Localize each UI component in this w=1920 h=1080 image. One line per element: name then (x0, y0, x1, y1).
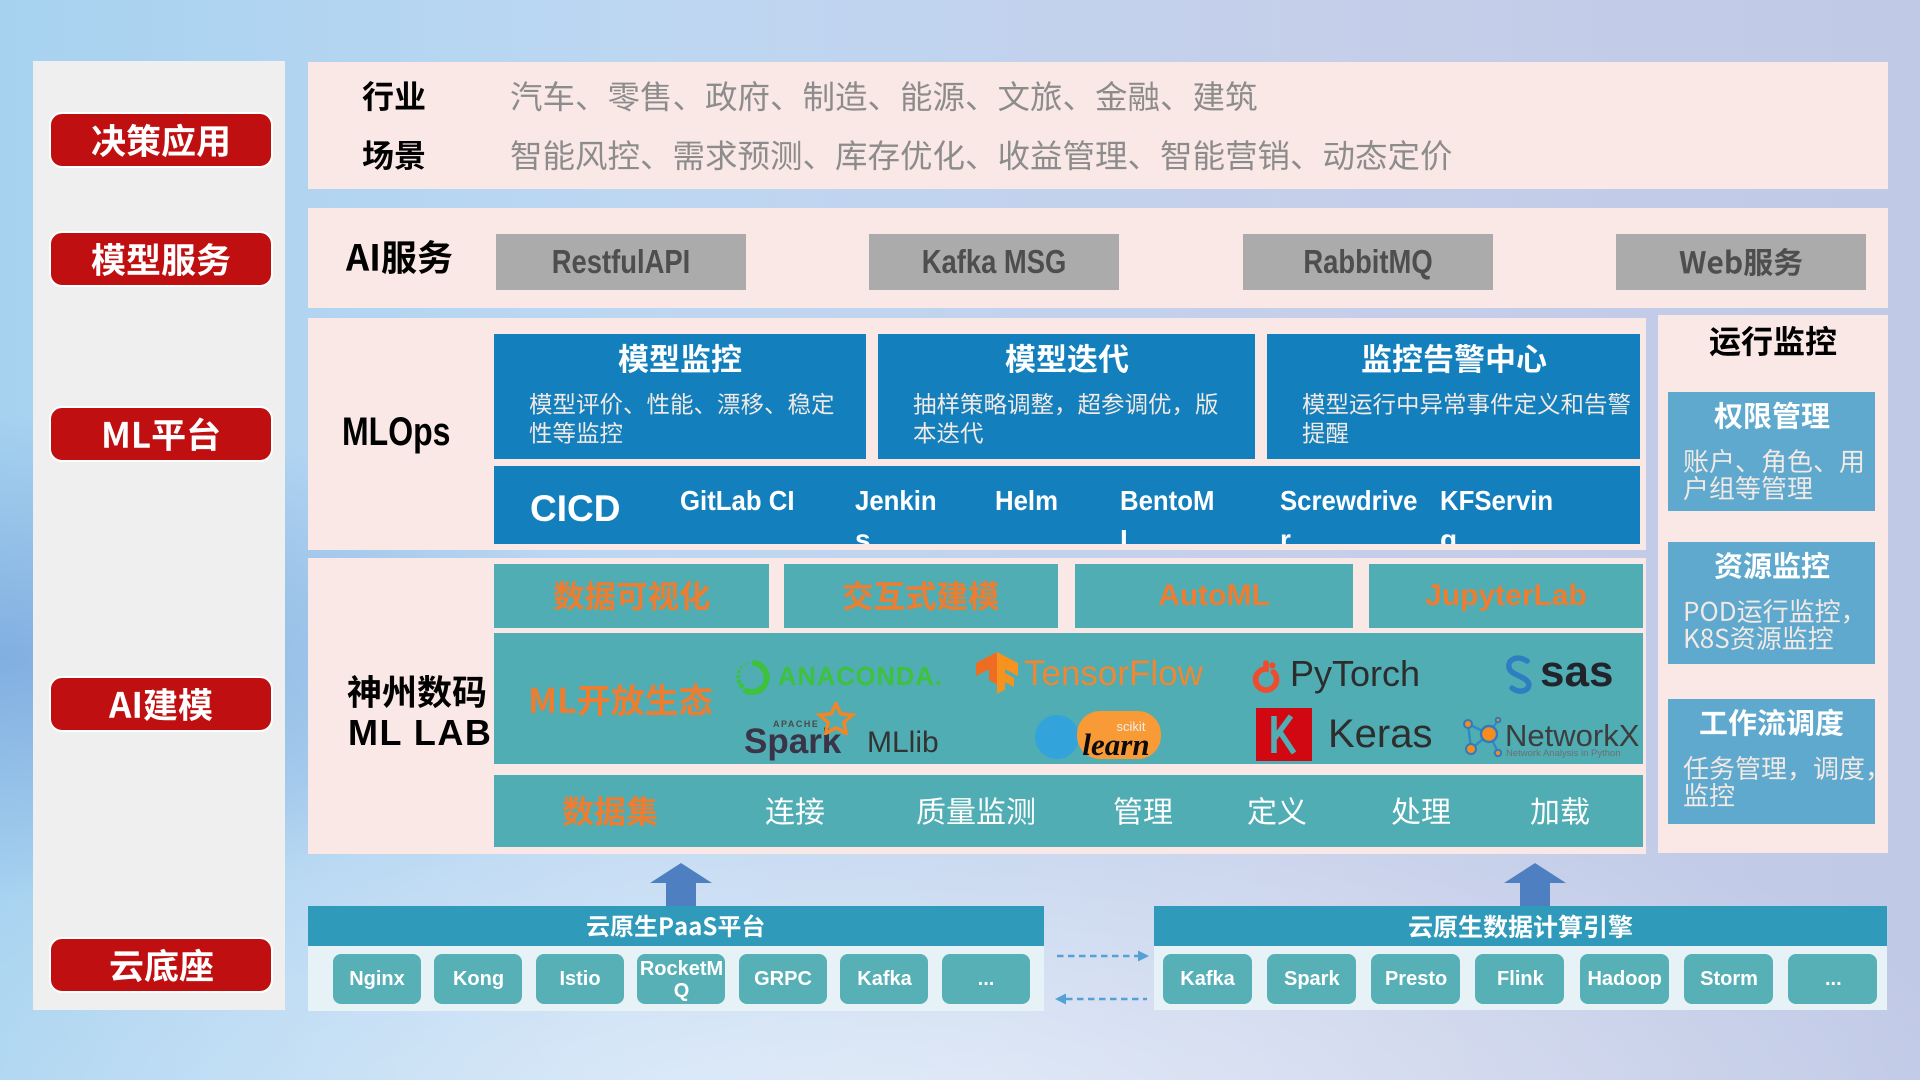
svg-text:scikit: scikit (1117, 719, 1146, 734)
svg-text:learn: learn (1082, 727, 1149, 762)
